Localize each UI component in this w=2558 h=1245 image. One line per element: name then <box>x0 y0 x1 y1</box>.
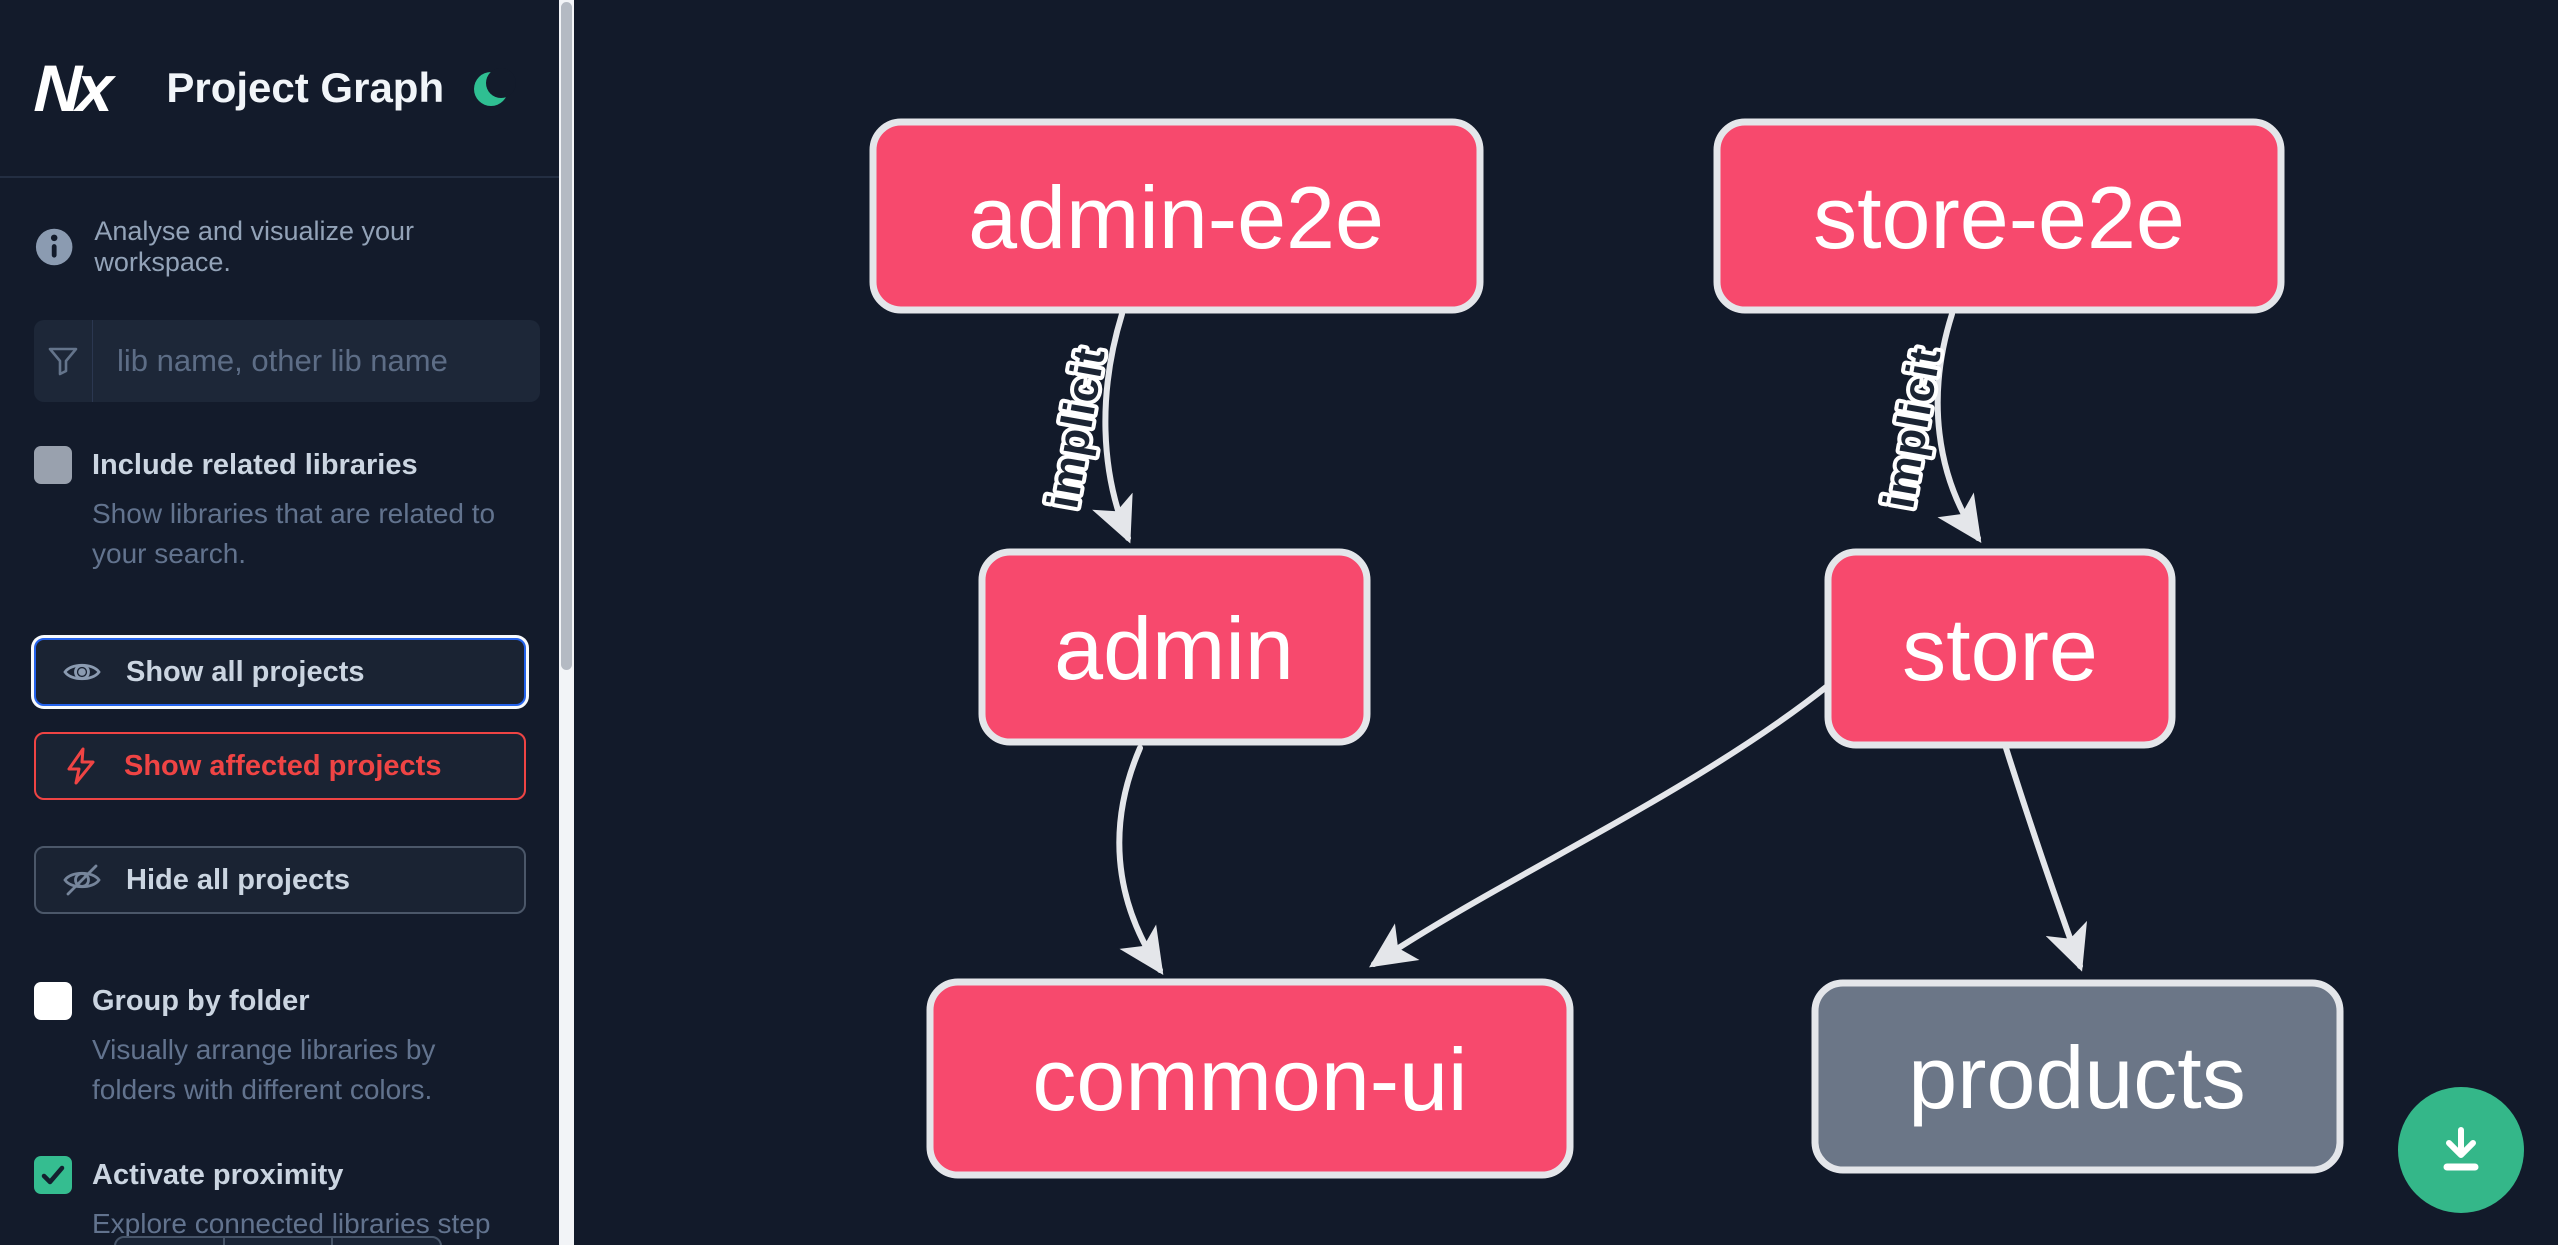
graph-node-admin-e2e[interactable]: admin-e2e <box>869 118 1484 314</box>
node-label: common-ui <box>1032 1030 1467 1129</box>
eye-off-icon <box>63 864 101 896</box>
scrollbar-thumb[interactable] <box>561 2 572 670</box>
graph-node-store[interactable]: store <box>1824 548 2176 749</box>
filter-group-by-folder: Group by folder Visually arrange librari… <box>0 982 574 1110</box>
show-all-projects-label: Show all projects <box>126 655 365 688</box>
include-related-description: Show libraries that are related to your … <box>92 498 496 569</box>
info-icon <box>35 228 73 266</box>
search-input[interactable] <box>93 320 540 402</box>
activate-proximity-checkbox[interactable] <box>34 1156 72 1194</box>
edge-admin-e2e-admin[interactable] <box>1092 311 1133 544</box>
group-by-folder-checkbox[interactable] <box>34 982 72 1020</box>
download-image-button[interactable] <box>2398 1087 2524 1213</box>
theme-toggle-button[interactable] <box>470 64 518 112</box>
edge-store-common-ui[interactable] <box>1369 681 1833 968</box>
group-by-folder-description: Visually arrange libraries by folders wi… <box>92 1034 436 1105</box>
show-all-projects-button[interactable]: Show all projects <box>34 638 526 706</box>
search-filter-box <box>34 320 540 402</box>
filter-activate-proximity: Activate proximity Explore connected lib… <box>0 1156 574 1245</box>
hide-all-projects-button[interactable]: Hide all projects <box>34 846 526 914</box>
graph-node-products[interactable]: products <box>1811 979 2344 1174</box>
check-icon <box>41 1165 65 1185</box>
info-text: Analyse and visualize your workspace. <box>94 216 415 277</box>
node-box <box>1811 979 2344 1174</box>
graph-node-admin[interactable]: admin <box>978 548 1371 746</box>
sidebar-header: Nx Project Graph <box>0 0 574 178</box>
filter-include-related: Include related libraries Show libraries… <box>0 446 574 574</box>
node-label: store <box>1902 600 2098 699</box>
node-label: store-e2e <box>1813 168 2185 267</box>
stepper-decrement-button[interactable] <box>116 1238 225 1245</box>
stepper-value <box>225 1238 334 1245</box>
bolt-icon <box>67 747 95 785</box>
edge-admin-common-ui[interactable] <box>1116 745 1164 975</box>
page-title: Project Graph <box>166 64 445 111</box>
eye-icon <box>63 663 101 681</box>
show-affected-projects-button[interactable]: Show affected projects <box>34 732 526 800</box>
activate-proximity-label: Activate proximity <box>92 1158 344 1191</box>
hide-all-projects-label: Hide all projects <box>126 863 351 896</box>
stepper-increment-button[interactable] <box>333 1238 440 1245</box>
moon-icon <box>474 68 516 106</box>
node-label: products <box>1908 1028 2246 1127</box>
node-box <box>869 118 1484 314</box>
node-label: admin <box>1054 599 1294 698</box>
activate-proximity-description: Explore connected libraries step by step… <box>92 1208 491 1239</box>
nx-logo: Nx <box>32 51 110 125</box>
sidebar-scrollbar[interactable] <box>559 0 574 1245</box>
graph-node-common-ui[interactable]: common-ui <box>926 978 1574 1179</box>
edge-store-products[interactable] <box>2003 745 2088 972</box>
node-box <box>926 978 1574 1179</box>
info-row: Analyse and visualize your workspace. <box>0 216 574 278</box>
show-affected-projects-label: Show affected projects <box>124 749 442 782</box>
node-label: admin-e2e <box>968 168 1384 267</box>
group-by-folder-label: Group by folder <box>92 984 310 1017</box>
node-box <box>1824 548 2176 749</box>
node-box <box>1713 118 2285 314</box>
edge-store-e2e-store[interactable] <box>1934 311 1982 543</box>
sidebar: Nx Project Graph Analyse and visualize y… <box>0 0 574 1245</box>
graph-node-store-e2e[interactable]: store-e2e <box>1713 118 2285 314</box>
include-related-checkbox[interactable] <box>34 446 72 484</box>
project-actions: Show all projects Show affected projects… <box>34 638 540 914</box>
funnel-icon <box>34 320 93 402</box>
include-related-label: Include related libraries <box>92 448 418 481</box>
download-icon <box>2443 1127 2479 1171</box>
proximity-stepper[interactable] <box>114 1236 442 1245</box>
node-box <box>978 548 1371 746</box>
